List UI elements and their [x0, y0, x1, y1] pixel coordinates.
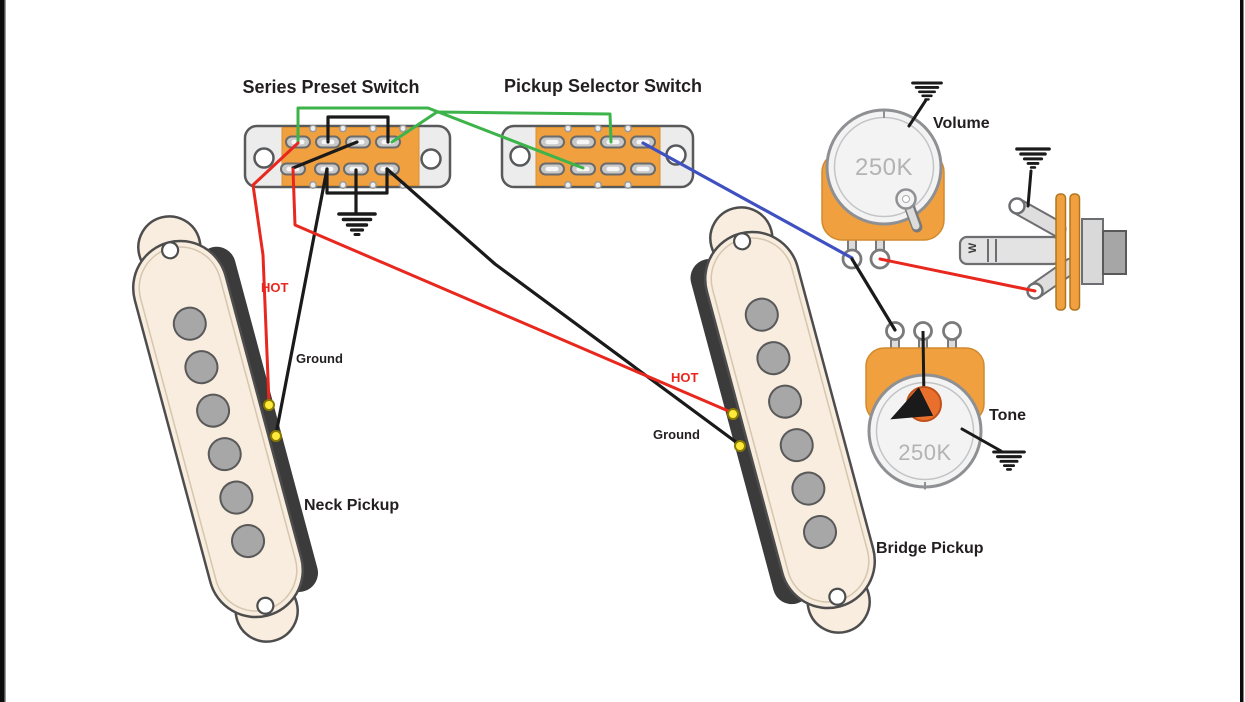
wire-volume-to-jack — [878, 257, 1037, 293]
neck-pickup-mount-hole — [256, 596, 275, 615]
neck-ground-label: Ground — [296, 351, 343, 366]
ground-icon — [1015, 147, 1051, 170]
tone-capacitor — [906, 386, 942, 422]
jack-nut — [1081, 218, 1104, 285]
jack-ground-lug-hole — [1008, 197, 1026, 215]
left-edge-line — [4, 0, 6, 702]
pickup-selector-switch-label: Pickup Selector Switch — [504, 76, 702, 96]
left-edge-bar — [0, 0, 5, 702]
series-preset-switch-label: Series Preset Switch — [242, 77, 419, 97]
volume-label: Volume — [933, 115, 990, 132]
neck-pickup-mount-hole — [161, 241, 180, 260]
series-preset-switch — [243, 124, 452, 189]
wire-tone-casing-ground — [960, 427, 1003, 453]
volume-pot-value: 250K — [855, 154, 913, 181]
tone-pot-value: 250K — [898, 440, 951, 465]
wire-blue-selector-to-volume — [641, 141, 854, 260]
bridge-pickup-mount-hole — [733, 232, 752, 251]
volume-pot: 250K — [821, 108, 945, 270]
volume-casing-tab — [895, 188, 923, 233]
bridge-hot-terminal — [727, 408, 739, 420]
wire-green-preset-to-selector-a — [296, 106, 585, 170]
bridge-pole-pieces — [744, 297, 838, 550]
switch-mount-hole — [253, 147, 275, 169]
ground-icon — [992, 450, 1026, 471]
bridge-pickup-mount-hole — [828, 587, 847, 606]
neck-pole-pieces — [172, 306, 266, 559]
wire-green-preset-to-selector-b — [390, 110, 613, 144]
neck-hot-label: HOT — [261, 280, 289, 295]
wire-volume-casing-ground — [907, 98, 928, 128]
neck-pickup — [131, 215, 319, 643]
wire-neck-hot — [251, 141, 300, 405]
jack-washer — [1069, 193, 1081, 311]
wire-jumper-top-bridge — [326, 115, 390, 144]
jack-barrel — [1102, 230, 1127, 275]
wire-bridge-ground — [385, 167, 742, 447]
tone-lug — [942, 321, 962, 341]
wire-volume-to-tone — [850, 257, 897, 332]
bridge-pickup-bobbin — [703, 230, 877, 610]
tone-label: Tone — [989, 407, 1026, 424]
bridge-pickup-label: Bridge Pickup — [876, 540, 984, 557]
bridge-ground-terminal — [734, 440, 746, 452]
wire-neck-ground — [274, 167, 329, 436]
right-edge-bar — [1240, 0, 1244, 702]
wire-jack-sleeve-ground — [1026, 169, 1033, 208]
tone-wiper-arrow — [890, 387, 934, 420]
neck-pickup-label: Neck Pickup — [304, 497, 399, 514]
wire-bridge-hot — [291, 167, 735, 415]
neck-ground-terminal — [270, 430, 282, 442]
ground-icon — [337, 212, 377, 237]
bridge-pickup — [690, 206, 877, 634]
ground-icon — [911, 81, 943, 101]
pickup-selector-switch — [500, 124, 695, 189]
switch-mount-hole — [509, 145, 531, 167]
bridge-ground-label: Ground — [653, 427, 700, 442]
jack-washer — [1055, 193, 1067, 311]
bridge-hot-label: HOT — [671, 370, 699, 385]
wire-jumper-diagonal — [291, 140, 359, 170]
switch-mount-hole — [420, 148, 442, 170]
wafer-rivets — [564, 124, 632, 189]
neck-hot-terminal — [263, 399, 275, 411]
tone-pot: 250K — [865, 321, 985, 490]
jack-tip-marking: W — [967, 242, 979, 253]
output-jack: W — [958, 193, 1127, 311]
